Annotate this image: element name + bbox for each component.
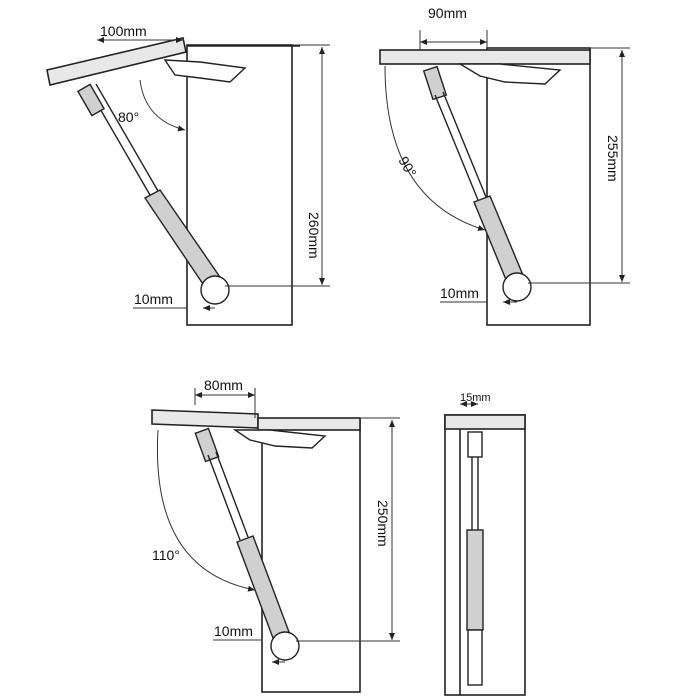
width-label: 90mm (428, 5, 467, 21)
width-label: 100mm (100, 23, 147, 39)
angle-label: 110° (152, 547, 180, 563)
diagram-110-degree: 80mm 110° 250mm 10mm (151, 377, 400, 693)
hinge-mechanism (457, 63, 562, 85)
strut-cylinder (143, 189, 223, 291)
strut-rod (434, 94, 479, 201)
angle-label: 80° (118, 109, 139, 125)
diagram-80-degree: 100mm 80° 260mm 10mm (46, 23, 330, 326)
width-label: 80mm (204, 377, 243, 393)
lid-board (46, 37, 187, 86)
angle-label: 90° (395, 154, 419, 180)
cabinet-side (186, 44, 293, 326)
angle-arc (156, 429, 256, 592)
diagram-90-degree: 90mm 90° 255mm 10mm (379, 5, 630, 326)
height-label: 260mm (306, 212, 322, 259)
hinge-mechanism (232, 429, 327, 449)
lid-board (444, 414, 526, 430)
angle-arc (384, 65, 486, 231)
strut-rod (207, 454, 241, 541)
diagram-side-view: 15mm (444, 392, 526, 696)
cabinet-side (486, 47, 591, 326)
lid-board (151, 409, 259, 429)
lid-board (379, 49, 591, 65)
cabinet-side (444, 414, 526, 696)
height-label: 250mm (375, 500, 391, 547)
offset-label: 10mm (134, 291, 173, 307)
offset-label: 10mm (214, 623, 253, 639)
strut-mount (270, 631, 300, 661)
strut-cylinder (466, 529, 484, 631)
height-label: 255mm (605, 135, 621, 182)
strut-bracket (467, 431, 483, 458)
strut-mount (502, 272, 532, 302)
offset-label: 10mm (440, 285, 479, 301)
strut-mount (200, 275, 230, 305)
hinge-mechanism (163, 59, 247, 83)
angle-arc (139, 79, 186, 132)
width-label: 15mm (460, 392, 491, 404)
